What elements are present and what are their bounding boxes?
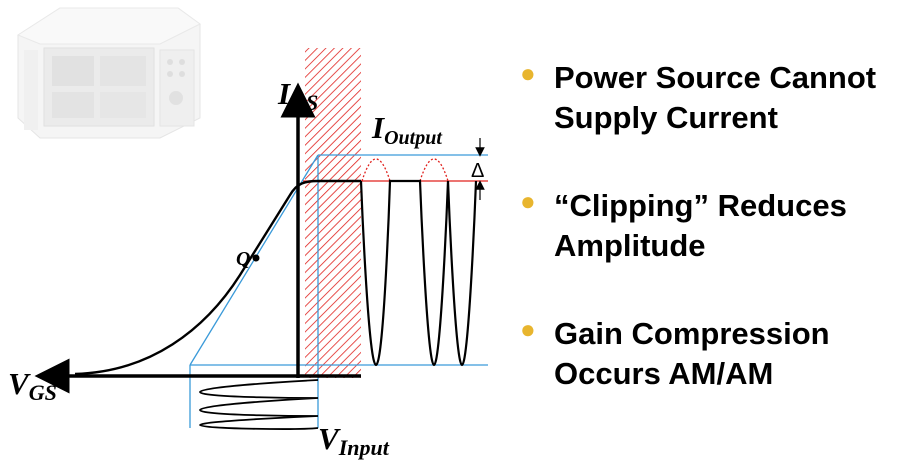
q-point (252, 254, 260, 262)
bullet-text-line2: Supply Current (554, 100, 778, 135)
ioutput-label: IOutput (371, 110, 443, 149)
vgs-label: VGS (8, 366, 57, 405)
bullet-text-line1: Gain Compression (554, 316, 830, 351)
bullet-item-clipping: ● “Clipping” Reduces Amplitude (520, 186, 915, 266)
ids-label: IDS (277, 76, 318, 115)
bullet-text-line1: “Clipping” Reduces (554, 188, 847, 223)
bullet-text-line2: Occurs AM/AM (554, 356, 774, 391)
bullet-item-gain-compression: ● Gain Compression Occurs AM/AM (520, 314, 915, 394)
delta-label: Δ (471, 160, 484, 182)
vinput-label: VInput (318, 421, 390, 460)
bullet-dot-icon: ● (520, 314, 536, 344)
network-analyzer-icon (16, 7, 201, 139)
ideal-peak-1 (361, 158, 391, 182)
ideal-peak-2 (419, 158, 449, 182)
clipped-output-wave (359, 179, 478, 367)
bullet-text-line2: Amplitude (554, 228, 706, 263)
bullet-dot-icon: ● (520, 58, 536, 88)
input-wave (199, 379, 319, 430)
bullet-text-line1: Power Source Cannot (554, 60, 877, 95)
bullet-item-power-source: ● Power Source Cannot Supply Current (520, 58, 915, 138)
bullet-dot-icon: ● (520, 186, 536, 216)
bullet-list: ● Power Source Cannot Supply Current ● “… (520, 58, 915, 394)
transfer-curve (74, 179, 361, 376)
q-label: Q (236, 248, 250, 270)
